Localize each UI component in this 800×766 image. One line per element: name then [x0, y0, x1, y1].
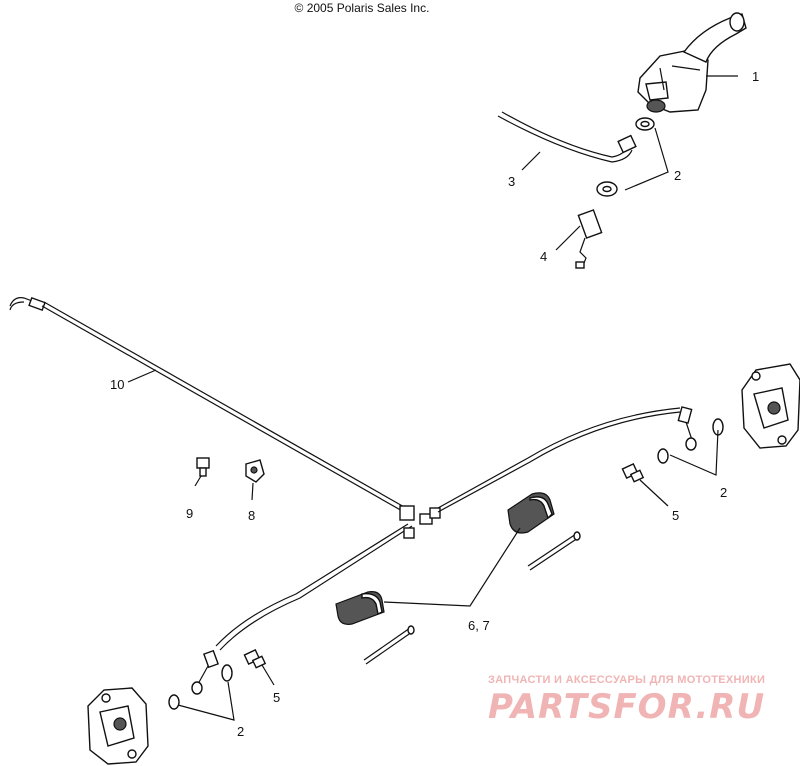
part-4-banjo-bolt	[575, 209, 603, 269]
callout-2-top: 2	[674, 168, 681, 183]
part-2-washers-left	[168, 664, 233, 710]
pad-pin-upper	[527, 531, 581, 571]
callout-8: 8	[248, 508, 255, 523]
right-brake-caliper	[741, 363, 800, 449]
leader-lines	[127, 75, 738, 721]
callout-4: 4	[540, 249, 547, 264]
watermark-brand: PARTSFOR.RU	[488, 687, 765, 727]
part-9-bleeder-screw	[196, 457, 210, 477]
callout-10: 10	[110, 377, 124, 392]
left-caliper-fitting	[191, 649, 219, 695]
brake-pad-lower	[335, 591, 385, 625]
callout-2-right: 2	[720, 485, 727, 500]
pad-pin-lower	[363, 625, 415, 665]
copyright-notice: © 2005 Polaris Sales Inc.	[295, 1, 430, 15]
part-6-7-brake-pads	[335, 492, 581, 665]
part-5-bolt-left	[243, 649, 267, 669]
callout-5-right: 5	[672, 508, 679, 523]
callout-5-left: 5	[273, 690, 280, 705]
brake-pad-upper	[507, 492, 555, 534]
watermark-tagline: ЗАПЧАСТИ И АКСЕССУАРЫ ДЛЯ МОТОТЕХНИКИ	[488, 674, 765, 686]
right-caliper-fitting	[677, 406, 697, 451]
part-5-bolt-right	[621, 463, 645, 483]
callout-2-left: 2	[237, 724, 244, 739]
callout-6-7: 6, 7	[468, 618, 490, 633]
part-1-brake-lever	[637, 12, 747, 113]
part-10-brake-line-long	[9, 296, 681, 651]
callout-labels: 1 2 3 4 10 9 8 2 5 6, 7 5 2	[110, 69, 759, 739]
callout-3: 3	[508, 174, 515, 189]
part-8-bleeder-cap	[245, 459, 265, 483]
watermark: ЗАПЧАСТИ И АКСЕССУАРЫ ДЛЯ МОТОТЕХНИКИ PA…	[488, 674, 765, 727]
callout-9: 9	[186, 506, 193, 521]
part-2-washers-top	[596, 117, 655, 197]
left-brake-caliper	[87, 687, 149, 765]
callout-1: 1	[752, 69, 759, 84]
part-3-brake-line	[497, 111, 637, 163]
